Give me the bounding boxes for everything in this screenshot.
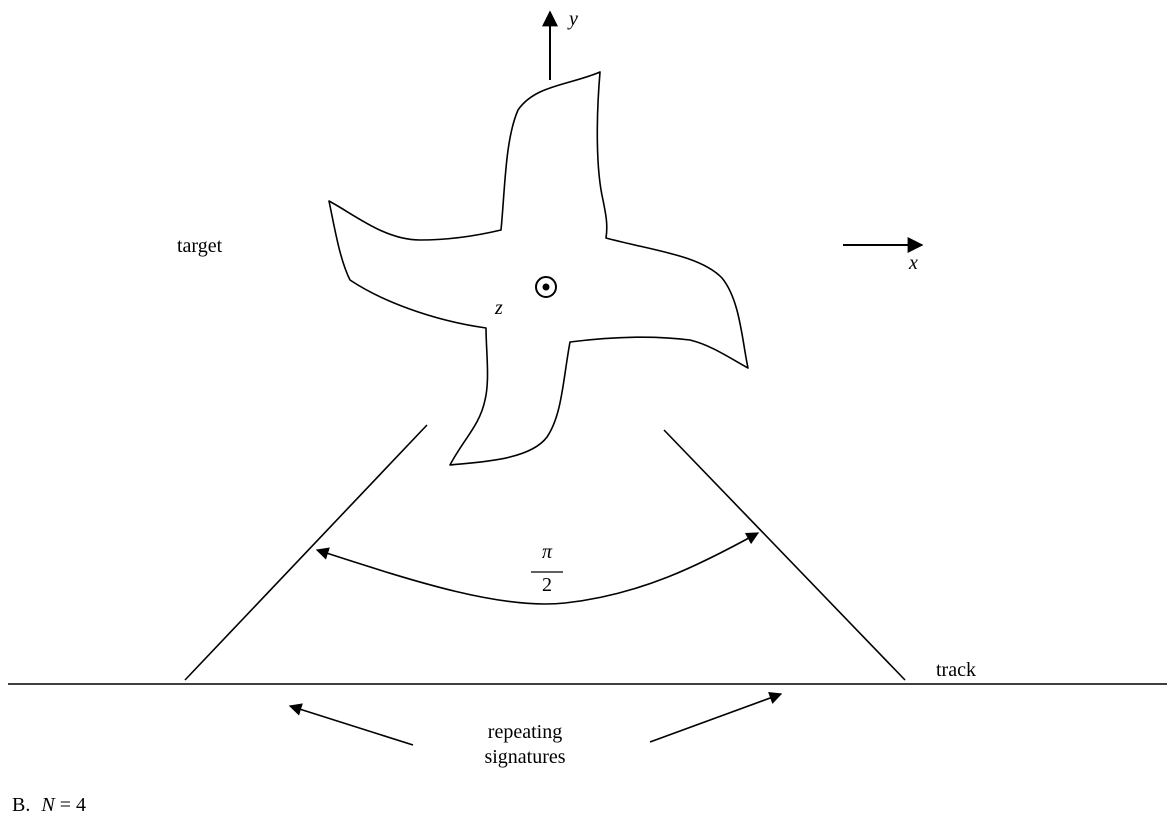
repeating-arrow-right	[649, 691, 783, 743]
repeating-label-line1: repeating	[487, 721, 563, 743]
z-axis-circle	[535, 276, 557, 298]
target-label: target	[177, 235, 223, 257]
track-label: track	[936, 659, 976, 681]
angle-numerator: π	[541, 541, 553, 563]
repeating-arrow-left	[288, 703, 414, 746]
caption-prefix: B.	[12, 794, 31, 816]
target-shape	[328, 71, 749, 466]
caption: B. N = 4	[12, 794, 86, 817]
repeating-label-line2: signatures	[484, 746, 566, 768]
left-cone-line	[184, 424, 428, 681]
angle-denominator: 2	[542, 574, 552, 596]
caption-variable: N	[41, 794, 55, 816]
caption-value: = 4	[59, 794, 86, 816]
x-axis-label: x	[909, 252, 918, 274]
z-axis-dot	[542, 283, 550, 291]
angle-arc-arrow	[315, 532, 760, 605]
y-axis-label: y	[569, 8, 578, 30]
z-axis-label: z	[495, 297, 503, 319]
right-cone-line	[663, 429, 906, 681]
